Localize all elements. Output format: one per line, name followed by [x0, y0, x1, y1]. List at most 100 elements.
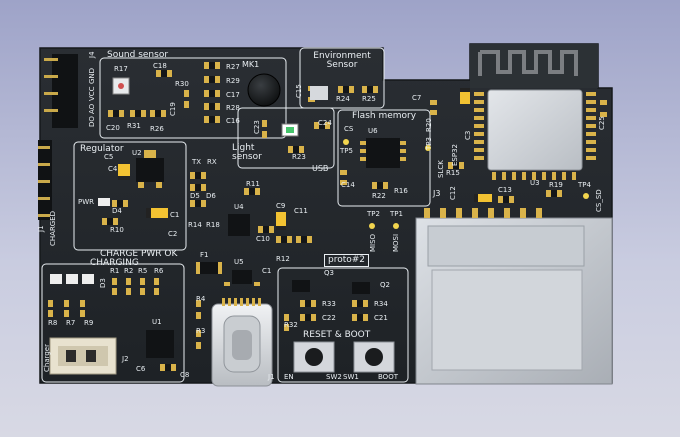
- label-u3: U3: [530, 179, 540, 187]
- label-vcc: VCC: [88, 86, 96, 101]
- label-r25: R25: [362, 95, 376, 103]
- label-r9: R9: [84, 319, 94, 327]
- label-charger: Charger: [43, 344, 51, 372]
- label-r4: R4: [196, 295, 206, 303]
- label-c15: C15: [295, 84, 303, 98]
- label-cs: CS: [344, 125, 354, 133]
- label-f1: F1: [200, 251, 209, 259]
- section-sound: Sound sensor: [107, 50, 169, 60]
- antenna-trace: [478, 50, 578, 76]
- label-sw2: SW2: [326, 373, 342, 381]
- section-regulator: Regulator: [80, 144, 124, 154]
- label-mosi: MOSI: [392, 233, 400, 252]
- label-c9: C9: [276, 202, 286, 210]
- ics: [136, 86, 406, 358]
- label-d3: D3: [99, 278, 107, 288]
- label-c19: C19: [169, 102, 177, 116]
- label-j3: J3: [433, 189, 441, 198]
- label-gnd: GND: [88, 67, 96, 84]
- esp32-shield: [487, 89, 583, 171]
- label-r18: R18: [206, 221, 220, 229]
- label-r29: R29: [226, 77, 240, 85]
- label-tp3: TP3: [425, 137, 433, 150]
- label-c14: C14: [341, 181, 355, 189]
- esp32-pads: [474, 92, 596, 180]
- label-r26: R26: [150, 125, 164, 133]
- label-c3: C3: [464, 130, 472, 140]
- label-tp2: TP2: [367, 210, 380, 218]
- label-j2: J2: [122, 355, 129, 363]
- label-esp32: ESP32: [451, 144, 459, 166]
- label-r30: R30: [175, 80, 189, 88]
- section-environment: Environment Sensor: [313, 51, 371, 70]
- label-u6: U6: [368, 127, 378, 135]
- label-c20: C20: [106, 124, 120, 132]
- section-flash: Flash memory: [352, 111, 417, 121]
- label-r22: R22: [372, 192, 386, 200]
- label-d5: D5: [190, 192, 200, 200]
- label-r31: R31: [127, 122, 141, 130]
- section-light: Light sensor: [232, 143, 262, 162]
- label-c12: C12: [449, 186, 457, 200]
- label-r12: R12: [276, 255, 290, 263]
- label-r27: R27: [226, 63, 240, 71]
- tact-switches: [293, 341, 395, 373]
- label-q2: Q2: [380, 281, 390, 289]
- label-r24: R24: [336, 95, 350, 103]
- label-r16: R16: [394, 187, 408, 195]
- section-reset-boot: RESET & BOOT: [303, 330, 371, 340]
- label-r8: R8: [48, 319, 58, 327]
- label-r5: R5: [138, 267, 148, 275]
- test-points: [343, 139, 589, 229]
- label-c18: C18: [153, 62, 167, 70]
- label-c8: C8: [180, 371, 190, 379]
- section-charging: CHARGING: [90, 258, 139, 268]
- label-tp1: TP1: [390, 210, 403, 218]
- label-tx: TX: [192, 158, 202, 166]
- label-miso: MISO: [369, 233, 377, 252]
- label-r23: R23: [292, 153, 306, 161]
- label-r15: R15: [446, 169, 460, 177]
- label-sw1: SW1: [343, 373, 359, 381]
- silkscreen-outlines: [41, 47, 431, 383]
- label-d6: D6: [206, 192, 216, 200]
- label-c1b: C1: [262, 267, 272, 275]
- microphone: [247, 73, 281, 107]
- label-r14: R14: [188, 221, 202, 229]
- label-c1: C1: [170, 211, 180, 219]
- label-r10: R10: [110, 226, 124, 234]
- label-d4: D4: [112, 207, 122, 215]
- label-u1: U1: [152, 318, 162, 326]
- label-c22: C22: [322, 314, 336, 322]
- label-cs-sd: CS_SD: [595, 189, 603, 212]
- label-u5: U5: [234, 258, 244, 266]
- label-j4: J4: [88, 51, 96, 58]
- section-charge: CHARGE PWR OK: [100, 249, 178, 259]
- label-r34: R34: [374, 300, 388, 308]
- label-r11: R11: [246, 180, 260, 188]
- j1-header: [38, 140, 52, 220]
- label-mk1: MK1: [242, 60, 260, 69]
- label-tp4: TP4: [578, 181, 591, 189]
- label-c21: C21: [374, 314, 388, 322]
- label-j5: J1: [268, 373, 275, 381]
- label-c25: C25: [598, 116, 606, 130]
- label-ao: AO: [88, 103, 96, 114]
- label-r3: R3: [196, 327, 206, 335]
- label-c5: C5: [104, 153, 114, 161]
- label-charged: CHARGED: [49, 210, 57, 246]
- label-en: EN: [284, 373, 294, 381]
- label-r19: R19: [549, 181, 563, 189]
- label-pwr: PWR: [78, 198, 95, 206]
- label-r32: R32: [284, 321, 298, 329]
- label-rx: RX: [207, 158, 217, 166]
- label-boot: BOOT: [378, 373, 398, 381]
- j4-header: [44, 54, 78, 128]
- label-u4: U4: [234, 203, 244, 211]
- label-tp5: TP5: [340, 147, 353, 155]
- label-c24: C24: [318, 119, 332, 127]
- label-c7: C7: [412, 94, 422, 102]
- label-r17: R17: [114, 65, 128, 73]
- label-c4: C4: [108, 165, 118, 173]
